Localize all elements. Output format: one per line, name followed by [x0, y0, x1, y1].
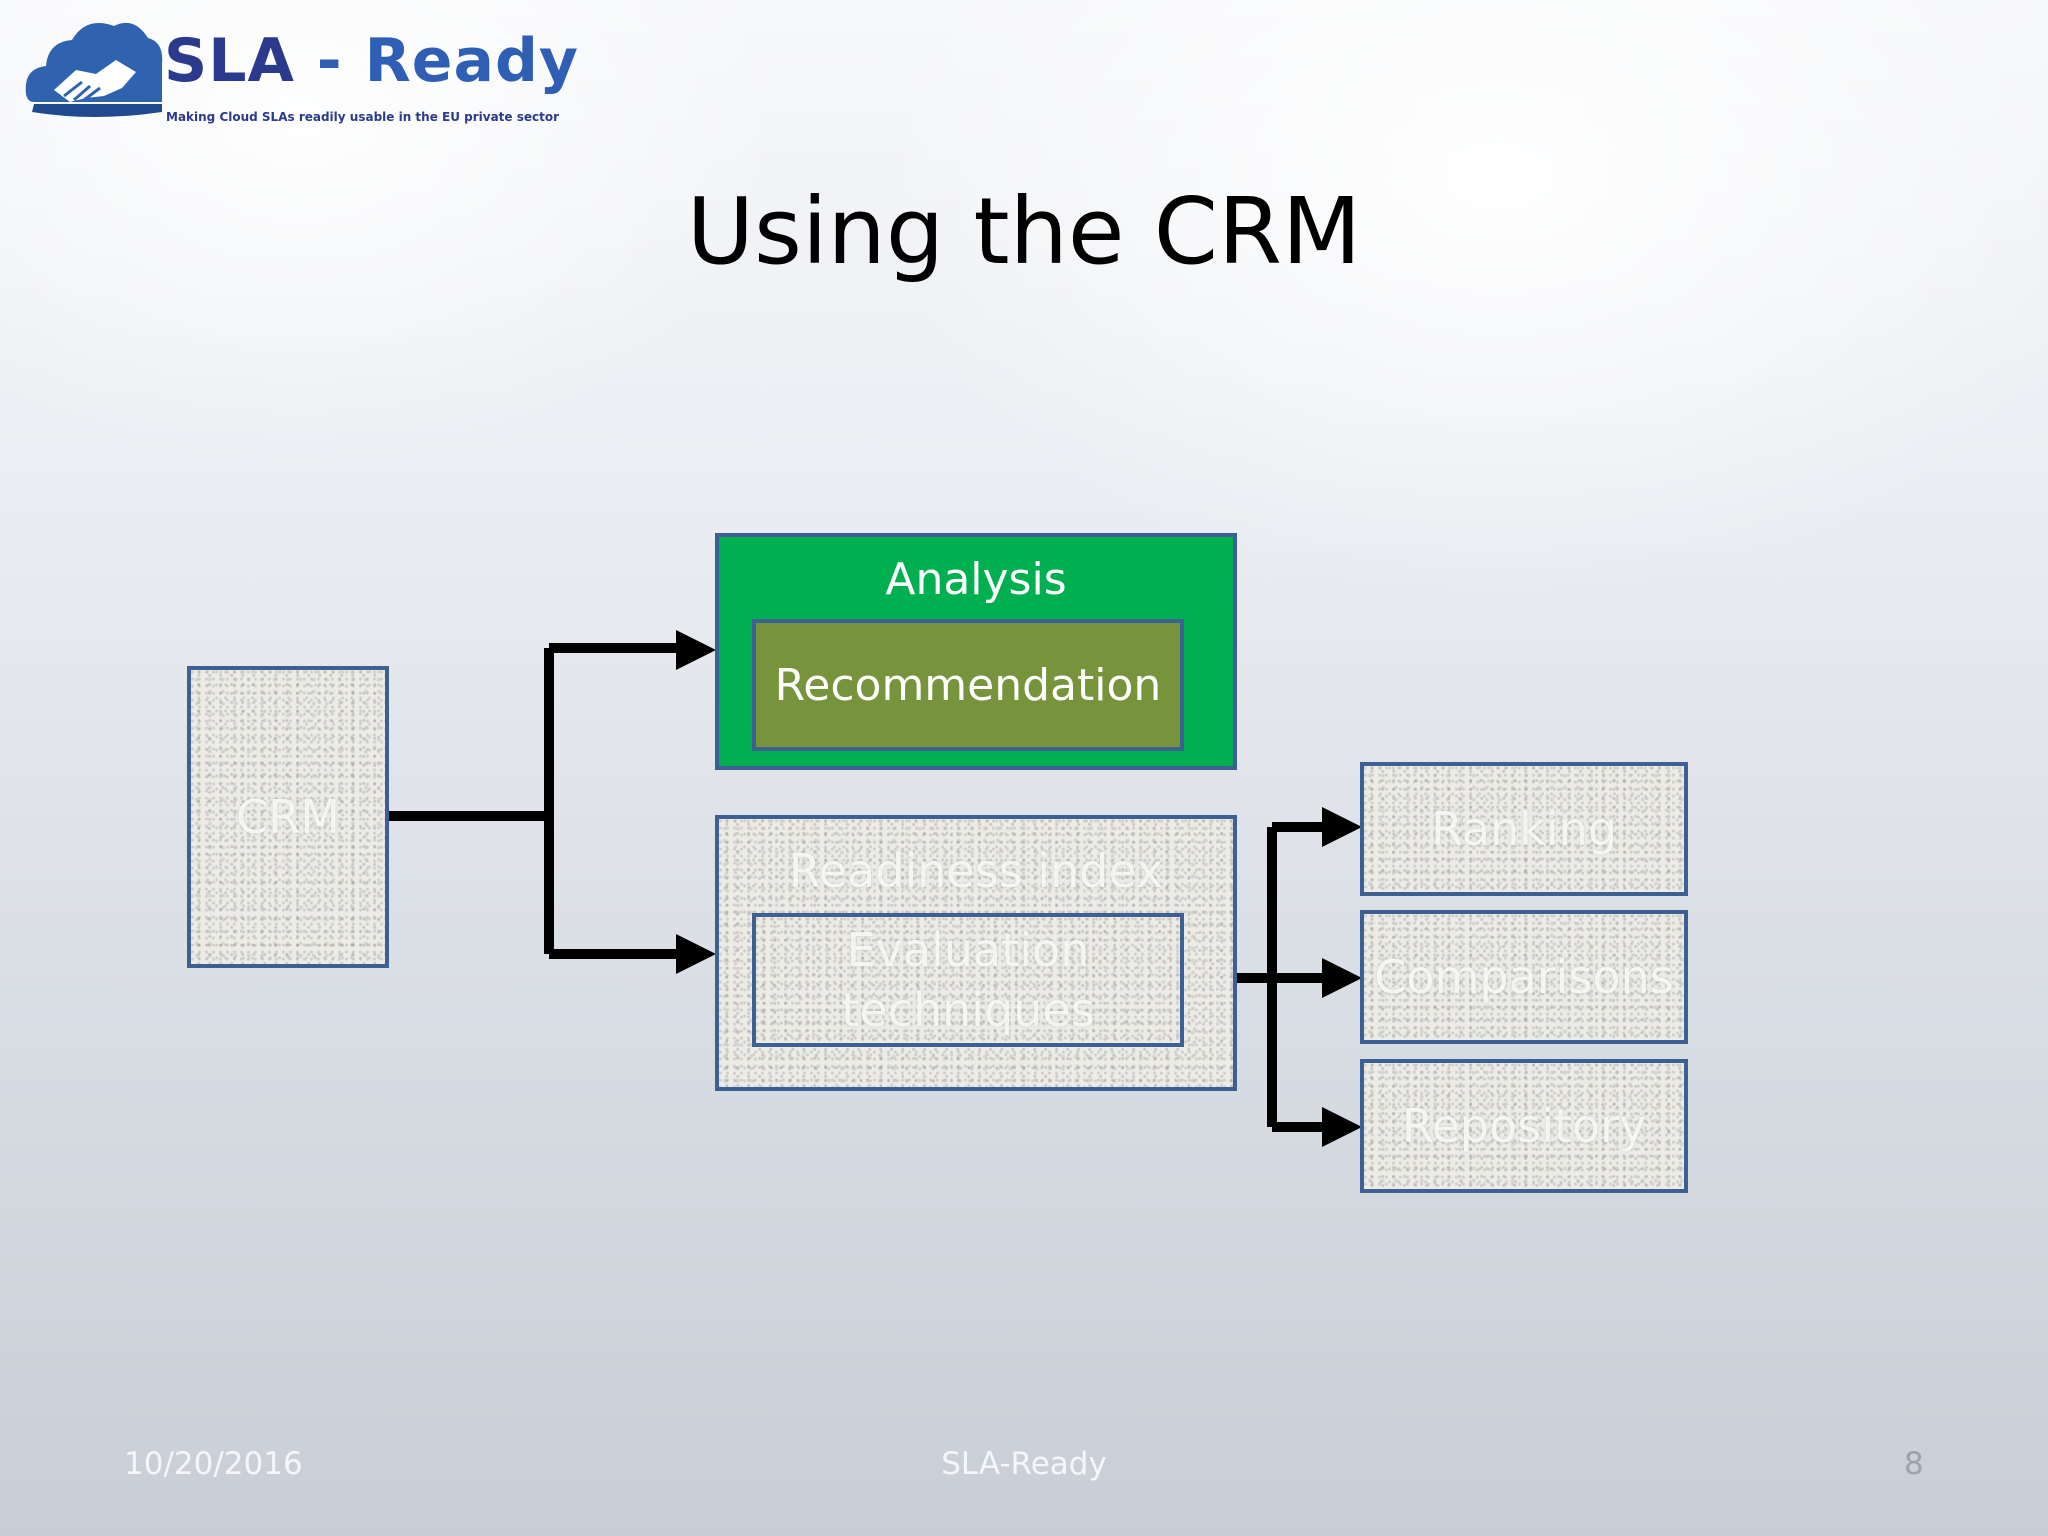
logo-tagline: Making Cloud SLAs readily usable in the …	[166, 110, 560, 124]
evaluation-techniques-label: Evaluation techniques	[841, 920, 1094, 1040]
evaluation-line1: Evaluation	[846, 923, 1090, 977]
readiness-index-label: Readiness index	[788, 844, 1164, 898]
analysis-label: Analysis	[885, 554, 1067, 605]
evaluation-line2: techniques	[841, 983, 1095, 1037]
logo-title-part2: - Ready	[294, 26, 580, 96]
repository-box: Repository	[1360, 1059, 1688, 1193]
footer-date: 10/20/2016	[124, 1446, 303, 1482]
comparisons-label: Comparisons	[1374, 950, 1674, 1004]
ranking-box: Ranking	[1360, 762, 1688, 896]
arrowhead-ranking	[1322, 807, 1362, 847]
footer-page-number: 8	[1904, 1446, 1924, 1482]
arrowhead-repository	[1322, 1107, 1362, 1147]
recommendation-label: Recommendation	[774, 659, 1162, 711]
crm-label: CRM	[236, 790, 340, 844]
logo-title: SLA - Ready	[164, 26, 579, 96]
cloud-handshake-icon	[25, 22, 163, 117]
logo-title-part1: SLA	[164, 26, 295, 96]
comparisons-box: Comparisons	[1360, 910, 1688, 1044]
crm-box: CRM	[187, 666, 389, 968]
evaluation-techniques-box: Evaluation techniques	[752, 913, 1184, 1047]
slide-title: Using the CRM	[686, 178, 1362, 285]
repository-label: Repository	[1401, 1099, 1647, 1153]
sla-ready-logo: SLA - Ready Making Cloud SLAs readily us…	[24, 12, 578, 124]
arrowhead-comparisons	[1322, 958, 1362, 998]
footer-center-text: SLA-Ready	[941, 1446, 1107, 1482]
ranking-label: Ranking	[1430, 802, 1618, 856]
arrowhead-analysis	[676, 630, 716, 670]
arrowhead-readiness	[676, 934, 716, 974]
recommendation-box: Recommendation	[752, 619, 1184, 751]
